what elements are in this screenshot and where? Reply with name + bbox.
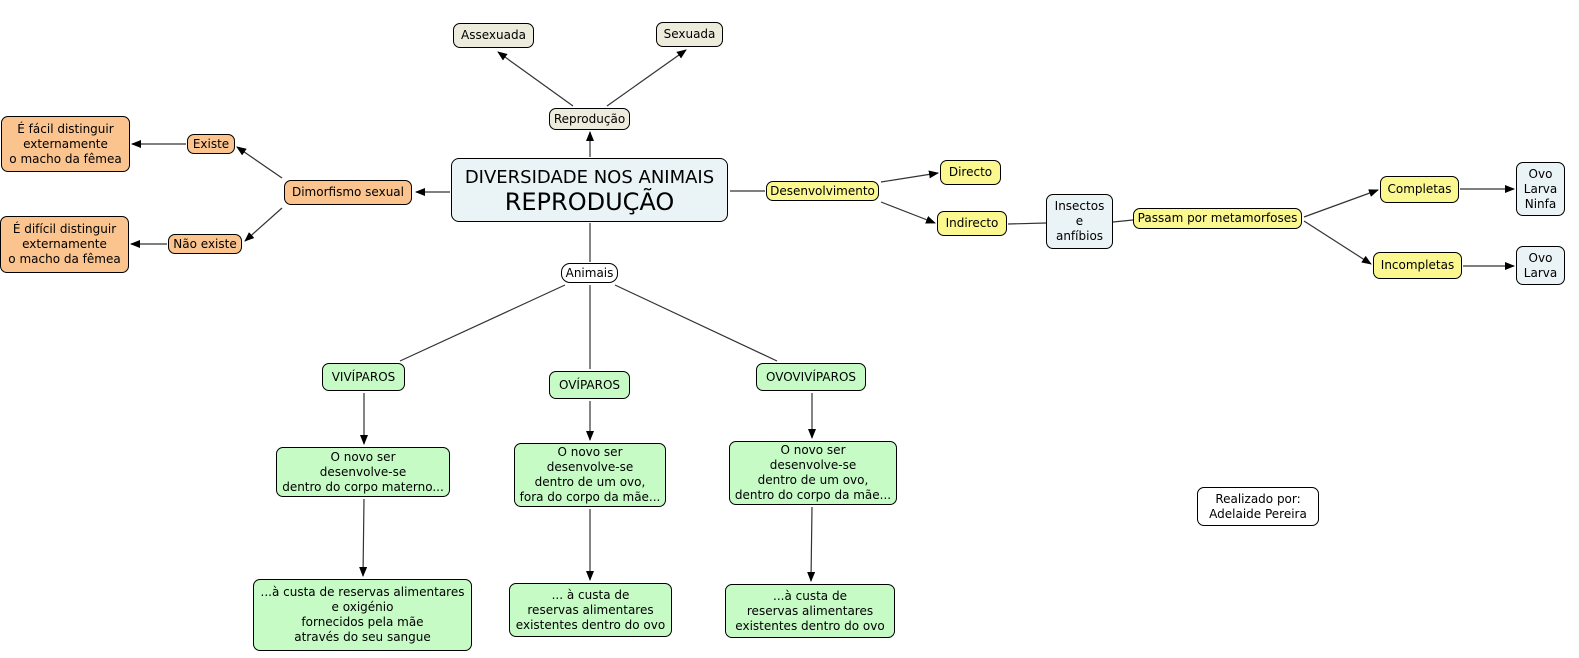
edge-reproducao-assexuada xyxy=(497,51,574,107)
node-ovoviviparos-descricao[interactable]: O novo ser desenvolve-se dentro de um ov… xyxy=(729,441,897,505)
node-fases-incompletas[interactable]: Ovo Larva xyxy=(1516,246,1565,285)
node-incompletas[interactable]: Incompletas xyxy=(1373,252,1462,279)
node-oviparos[interactable]: OVÍPAROS xyxy=(549,371,630,399)
node-viviparos-reservas[interactable]: ...à custa de reservas alimentares e oxi… xyxy=(253,579,472,651)
node-dificil-distinguir[interactable]: É difícil distinguir externamente o mach… xyxy=(0,216,129,273)
central-topic[interactable]: DIVERSIDADE NOS ANIMAIS REPRODUÇÃO xyxy=(451,158,728,222)
node-sexuada[interactable]: Sexuada xyxy=(656,22,723,47)
edge-viviparos-reservas xyxy=(359,498,368,577)
node-ovoviviparos-reservas[interactable]: ...à custa de reservas alimentares exist… xyxy=(725,584,895,638)
node-ovoviviparos[interactable]: OVOVIVÍPAROS xyxy=(756,363,866,391)
central-title-line1: DIVERSIDADE NOS ANIMAIS xyxy=(464,167,715,188)
edge-animais-ovoviviparos xyxy=(614,284,778,362)
node-oviparos-descricao[interactable]: O novo ser desenvolve-se dentro de um ov… xyxy=(514,443,666,507)
node-metamorfoses[interactable]: Passam por metamorfoses xyxy=(1133,208,1302,229)
node-viviparos-descricao[interactable]: O novo ser desenvolve-se dentro do corpo… xyxy=(276,447,450,497)
node-animais[interactable]: Animais xyxy=(561,263,618,283)
edge-dimorfismo-existe xyxy=(236,146,283,179)
node-reproducao[interactable]: Reprodução xyxy=(549,108,630,130)
node-indirecto[interactable]: Indirecto xyxy=(937,211,1007,236)
node-desenvolvimento[interactable]: Desenvolvimento xyxy=(766,181,879,201)
node-completas[interactable]: Completas xyxy=(1380,176,1459,203)
edge-desenvolvimento-indirecto xyxy=(880,201,936,224)
edge-animais-viviparos xyxy=(399,284,566,362)
edge-metamorfoses-completas xyxy=(1303,189,1379,218)
node-facil-distinguir[interactable]: É fácil distinguir externamente o macho … xyxy=(1,116,130,172)
node-fases-completas[interactable]: Ovo Larva Ninfa xyxy=(1516,162,1565,216)
author-credit: Realizado por: Adelaide Pereira xyxy=(1197,487,1319,526)
edge-indirecto-insectos xyxy=(1007,222,1047,225)
node-viviparos[interactable]: VIVÍPAROS xyxy=(322,363,405,391)
node-nao-existe[interactable]: Não existe xyxy=(168,234,242,254)
edge-metamorfoses-incompletas xyxy=(1303,220,1372,265)
edge-insectos-metamorfoses xyxy=(1112,219,1134,223)
edge-desenvolvimento-directo xyxy=(880,170,939,183)
central-title-line2: REPRODUÇÃO xyxy=(504,188,675,216)
edge-ovoviviparos-reservas xyxy=(807,506,816,582)
node-directo[interactable]: Directo xyxy=(940,160,1001,185)
node-insectos-anfibios[interactable]: Insectos e anfíbios xyxy=(1046,194,1113,249)
node-existe[interactable]: Existe xyxy=(187,134,235,154)
edge-dimorfismo-naoexiste xyxy=(244,207,283,242)
edge-reproducao-sexuada xyxy=(606,49,687,107)
node-assexuada[interactable]: Assexuada xyxy=(453,23,534,48)
node-dimorfismo-sexual[interactable]: Dimorfismo sexual xyxy=(284,180,412,205)
node-oviparos-reservas[interactable]: ... à custa de reservas alimentares exis… xyxy=(509,583,672,637)
